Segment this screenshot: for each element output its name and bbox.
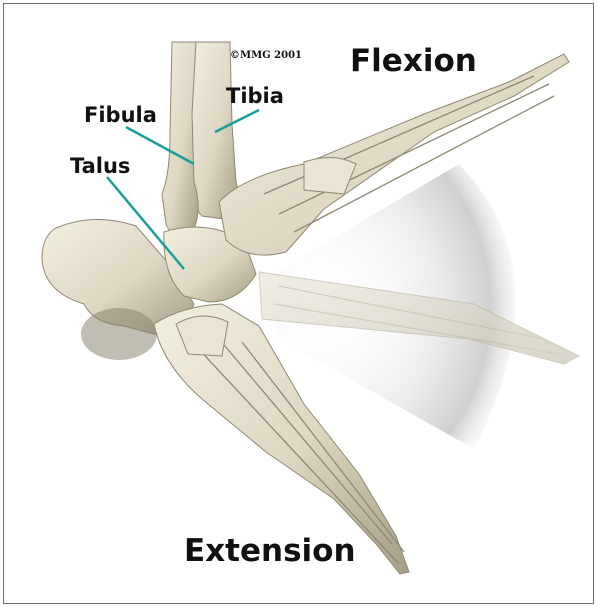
fibula-label: Fibula xyxy=(84,105,157,126)
ankle-motion-illustration xyxy=(4,4,593,603)
tibia-label: Tibia xyxy=(226,86,284,107)
talus-label: Talus xyxy=(70,156,130,177)
fibula-bone xyxy=(162,42,198,238)
copyright-notice: ©MMG 2001 xyxy=(230,50,302,61)
extension-label: Extension xyxy=(184,536,356,567)
illustration-frame: ©MMG 2001 Flexion Tibia Fibula Talus Ext… xyxy=(3,3,594,604)
heel-shadow xyxy=(81,308,157,360)
flexion-label: Flexion xyxy=(350,46,477,77)
